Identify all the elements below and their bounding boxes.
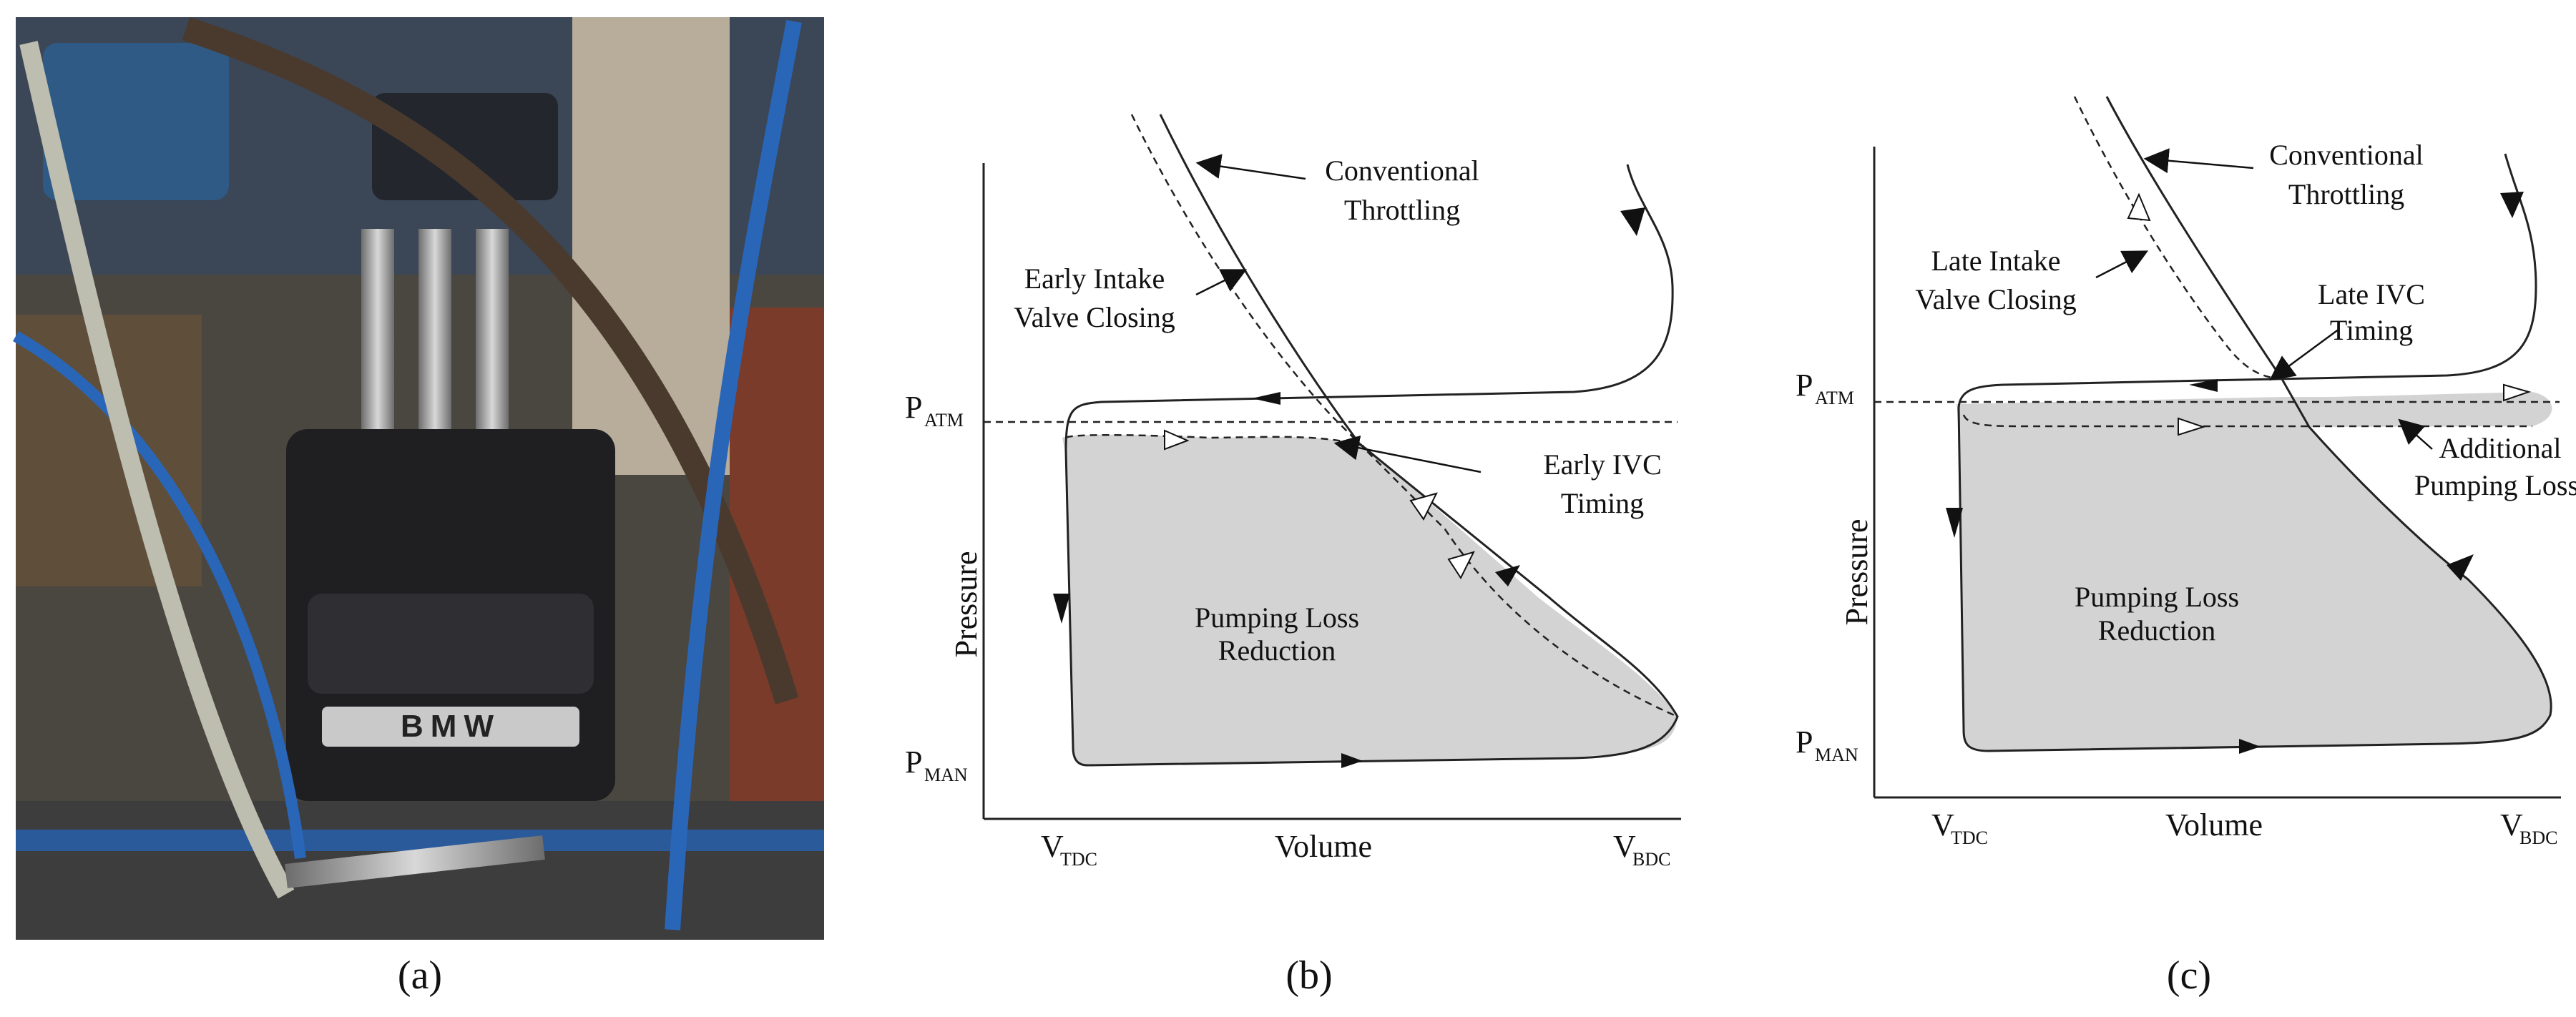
conventional-throttling-curve — [1064, 114, 1679, 767]
svg-text:P: P — [1796, 724, 1813, 760]
pumping-loss-area — [1062, 434, 1678, 765]
panel-a-photo: BMW — [13, 16, 824, 940]
early-ivc-dashed-curve — [1130, 114, 1678, 718]
svg-text:TDC: TDC — [1060, 849, 1097, 870]
pman-label: P MAN — [905, 745, 968, 785]
conventional-label-line1: Conventional — [1325, 154, 1479, 187]
svg-text:P: P — [905, 745, 922, 780]
patm-label: P ATM — [1796, 368, 1854, 408]
patm-label: P ATM — [905, 390, 964, 431]
late-ivc-label-line1: Late IVC — [2318, 278, 2425, 310]
svg-text:MAN: MAN — [924, 765, 968, 785]
panel-a-label: (a) — [398, 953, 442, 998]
panel-c-label: (c) — [2167, 953, 2211, 998]
conventional-label-line1: Conventional — [2269, 139, 2424, 171]
engine-cover-badge — [322, 707, 579, 747]
exhaust-pipe — [285, 835, 545, 888]
pman-label: P MAN — [1796, 724, 1858, 765]
blue-hose — [665, 19, 802, 930]
x-axis-label: Volume — [2165, 807, 2263, 842]
svg-text:V: V — [1931, 807, 1954, 842]
vtdc-label: V TDC — [1931, 807, 1988, 848]
svg-text:TDC: TDC — [1951, 827, 1988, 848]
additional-loss-label-line1: Additional — [2439, 432, 2561, 464]
late-ivc-label-line2: Timing — [2330, 314, 2413, 346]
bmw-logo-text: BMW — [401, 709, 501, 744]
svg-text:MAN: MAN — [1815, 745, 1858, 765]
svg-text:ATM: ATM — [1815, 388, 1854, 408]
svg-text:BDC: BDC — [2519, 827, 2557, 848]
early-intake-label-line2: Valve Closing — [1014, 301, 1175, 333]
svg-text:P: P — [1796, 368, 1813, 403]
late-ivc-dashed-curve — [2073, 96, 2283, 380]
vbdc-label: V BDC — [1613, 829, 1670, 870]
svg-text:P: P — [905, 390, 922, 425]
panel-b-label: (b) — [1285, 953, 1332, 998]
pumping-loss-area — [1957, 392, 2552, 751]
additional-loss-label-line2: Pumping Loss — [2414, 469, 2576, 501]
pumping-loss-label-line1: Pumping Loss — [1195, 601, 1359, 634]
pumping-loss-label-line2: Reduction — [1218, 634, 1336, 667]
early-intake-label-line1: Early Intake — [1024, 262, 1165, 295]
x-axis-label: Volume — [1275, 829, 1372, 864]
vbdc-label: V BDC — [2500, 807, 2557, 848]
svg-text:V: V — [1613, 829, 1636, 864]
svg-text:BDC: BDC — [1632, 849, 1670, 870]
late-intake-label-line1: Late Intake — [1931, 245, 2061, 277]
conventional-label-line2: Throttling — [2288, 178, 2404, 210]
early-ivc-label-line1: Early IVC — [1543, 448, 1662, 481]
svg-text:V: V — [1041, 829, 1064, 864]
early-ivc-label-line2: Timing — [1561, 487, 1644, 519]
late-intake-label-line2: Valve Closing — [1915, 283, 2077, 315]
vtdc-label: V TDC — [1041, 829, 1097, 870]
svg-text:ATM: ATM — [924, 410, 964, 431]
y-axis-label: Pressure — [1839, 519, 1874, 625]
panel-c-diagram: Conventional Throttling Late Intake Valv… — [1796, 96, 2576, 848]
pumping-loss-label-line2: Reduction — [2098, 614, 2215, 647]
y-axis-label: Pressure — [949, 551, 984, 657]
conventional-label-line2: Throttling — [1344, 194, 1460, 226]
pumping-loss-label-line1: Pumping Loss — [2075, 581, 2239, 613]
svg-text:V: V — [2500, 807, 2523, 842]
panel-b-diagram: Conventional Throttling Early Intake Val… — [905, 114, 1681, 870]
